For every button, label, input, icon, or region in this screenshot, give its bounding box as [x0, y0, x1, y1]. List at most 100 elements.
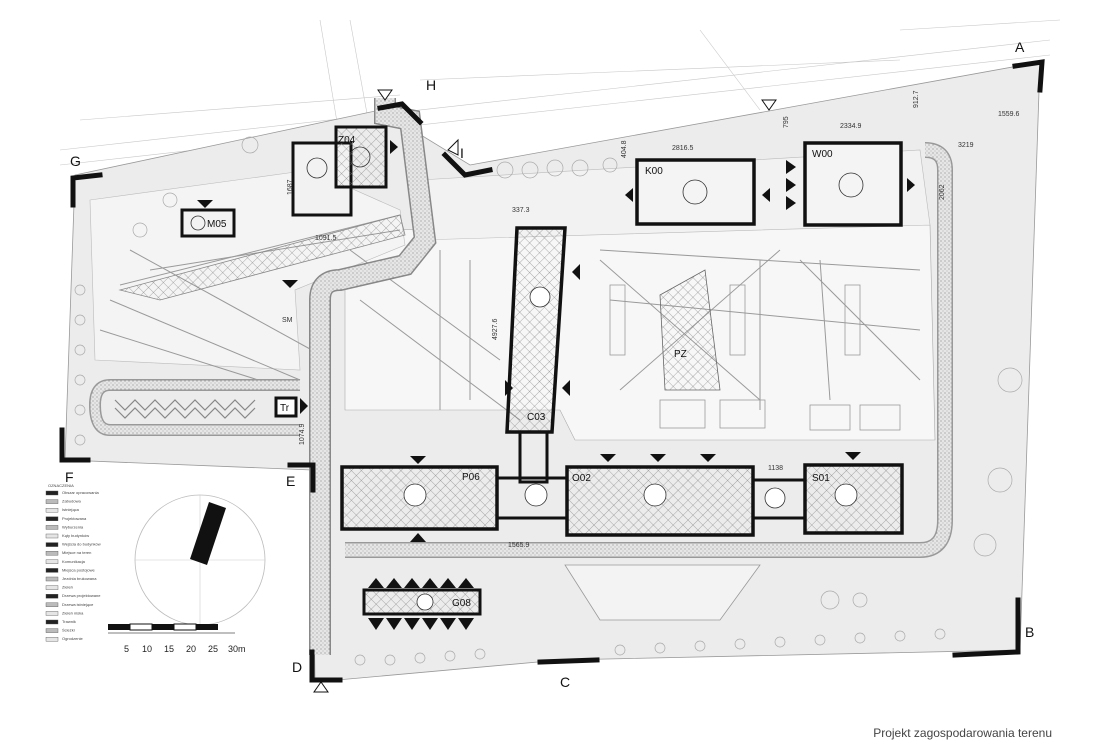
parking-chevrons	[114, 399, 256, 419]
dim-1: 337.3	[512, 207, 530, 214]
corner-label-d: D	[292, 659, 302, 675]
legend-item: Wyburzenia	[62, 524, 84, 529]
building-label-w00: W00	[812, 149, 833, 160]
legend-swatch	[45, 619, 59, 625]
legend-item: Projektowana	[62, 516, 87, 521]
building-o02: O02	[524, 465, 755, 537]
dim-6: 1091.5	[315, 235, 337, 242]
legend-item: Kąty budynków	[62, 533, 89, 538]
plan-caption: Projekt zagospodarowania terenu	[873, 726, 1052, 740]
corner-label-a: A	[1015, 39, 1025, 55]
parking-loop-fill	[90, 380, 300, 435]
legend-item: Komunikacja	[62, 559, 86, 564]
building-c03: C03	[505, 226, 567, 434]
building-tr: Tr	[274, 396, 298, 418]
courtyard	[344, 224, 936, 441]
legend-item: Wejścia do budynków	[62, 542, 101, 547]
scale-label-2: 10	[142, 644, 152, 654]
legend-swatch	[45, 525, 59, 530]
dim-13: 404.8	[621, 140, 628, 158]
building-label-o02: O02	[572, 473, 591, 484]
building-k00: K00	[635, 158, 756, 226]
legend-swatch	[45, 508, 59, 513]
legend-swatch	[45, 499, 59, 504]
dim-2: 2816.5	[672, 145, 694, 152]
legend-swatch	[45, 533, 59, 539]
dim-4: 1559.6	[998, 111, 1020, 118]
legend-item: Ogrodzenie	[62, 636, 83, 641]
legend-swatch	[45, 490, 59, 496]
legend-swatch	[45, 594, 59, 599]
legend-item: Istniejąca	[62, 507, 80, 512]
legend-item: Zabudowa	[62, 499, 81, 504]
dim-10: 1074.9	[299, 423, 306, 445]
legend-item: Miejsce na teren	[62, 550, 91, 555]
legend-swatch	[45, 611, 59, 616]
legend-item: Trawnik	[62, 619, 76, 624]
corner-brackets	[59, 59, 1045, 683]
legend-swatch	[45, 516, 59, 521]
legend-item: Zieleń niska	[62, 610, 84, 615]
building-w00: W00	[803, 141, 903, 227]
legend-item: Jezdnia brukowana	[62, 576, 97, 581]
legend-swatch	[45, 628, 59, 633]
legend-swatch	[45, 551, 59, 556]
legend-swatch	[45, 542, 59, 547]
legend-swatch	[45, 585, 59, 590]
corner-label-i: I	[460, 145, 464, 161]
legend-title: OZNACZENIA	[48, 483, 74, 488]
scale-label-1: 5	[124, 644, 129, 654]
scale-label-5: 25	[208, 644, 218, 654]
scale-label-6: 30m	[228, 644, 246, 654]
building-label-s01: S01	[812, 473, 830, 484]
legend-item: Ścieżki	[62, 628, 75, 633]
building-label-tr: Tr	[280, 403, 290, 414]
scale-label-4: 20	[186, 644, 196, 654]
building-g08: G08	[362, 578, 482, 630]
legend-item: Drzewa projektowane	[62, 593, 101, 598]
building-z04: Z04	[291, 125, 388, 217]
scale-label-3: 15	[164, 644, 174, 654]
building-label-c03: C03	[527, 412, 546, 423]
legend-swatch	[45, 568, 59, 573]
area-label-pz: PZ	[674, 349, 687, 360]
building-label-p06: P06	[462, 472, 480, 483]
legend-item: Obszar opracowania	[62, 490, 99, 495]
dim-12: 795	[783, 116, 790, 128]
corner-label-b: B	[1025, 624, 1034, 640]
dim-5: 3219	[958, 142, 974, 149]
courtyard-features	[609, 284, 901, 431]
building-m05: M05	[180, 208, 236, 238]
building-label-g08: G08	[452, 598, 471, 609]
dim-14: 1687	[287, 179, 294, 195]
pz-area	[659, 269, 721, 391]
legend-swatch	[45, 602, 59, 607]
scale-bar: 5 10 15 20 25 30m	[108, 623, 246, 654]
building-p06: P06	[340, 465, 499, 531]
corner-label-h: H	[426, 77, 436, 93]
legend-swatch	[45, 637, 59, 642]
entrance-markers	[197, 140, 915, 542]
legend-swatch	[45, 559, 59, 564]
dim-3: 2334.9	[840, 123, 862, 130]
corner-label-c: C	[560, 674, 570, 690]
corner-label-e: E	[286, 473, 295, 489]
dim-9: 1565.9	[508, 542, 530, 549]
legend-item: Drzewa istniejące	[62, 602, 94, 607]
ring-road-fill	[310, 98, 435, 655]
dim-7: 4927.6	[492, 318, 499, 340]
legend-swatch	[45, 576, 59, 582]
building-label-m05: M05	[207, 219, 227, 230]
corner-label-g: G	[70, 153, 81, 169]
west-ramp	[118, 214, 406, 301]
trees	[74, 136, 1023, 666]
building-label-k00: K00	[645, 166, 663, 177]
corner-labels: A B C D E F G H I	[65, 39, 1034, 690]
dim-15: 2062	[939, 184, 946, 200]
legend: OZNACZENIA Obszar opracowaniaZabudowaIst…	[45, 483, 101, 642]
legend-item: Zieleń	[62, 585, 73, 590]
dimensions: 337.3 2816.5 2334.9 1559.6 3219 1091.5 4…	[287, 90, 1020, 549]
building-label-z04: Z04	[338, 135, 356, 146]
corner-label-f: F	[65, 469, 74, 485]
area-label-sm: SM	[282, 317, 293, 324]
